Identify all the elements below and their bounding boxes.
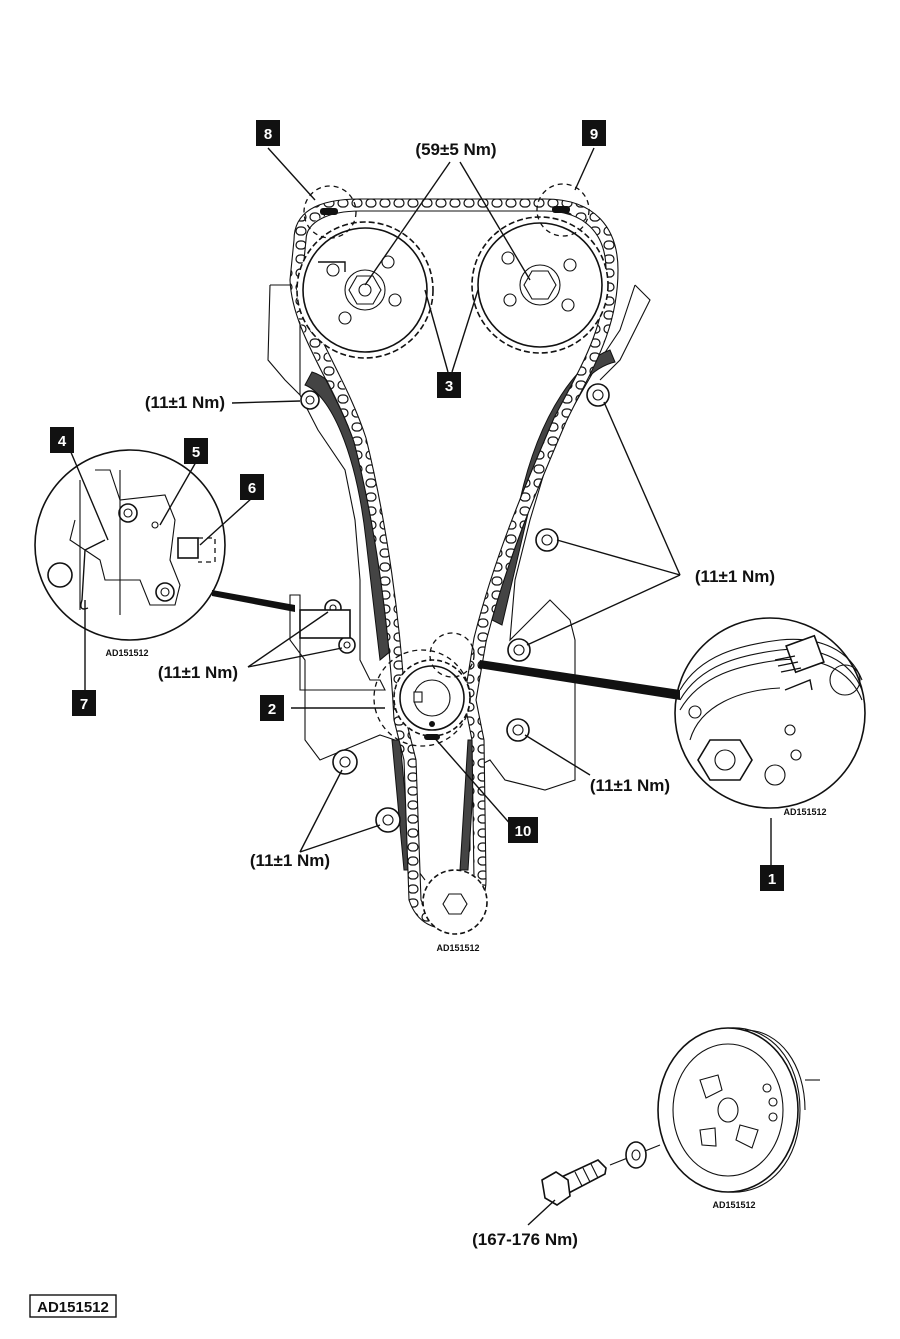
cover-bolts	[299, 383, 610, 833]
reference-codes: AD151512 AD151512 AD151512 AD151512 AD15…	[29, 648, 827, 1318]
figure-id-box	[29, 1294, 117, 1318]
timing-chain	[289, 198, 619, 929]
crank-timing-link-mark	[424, 734, 440, 740]
pulley-bolt	[541, 1159, 607, 1206]
crank-pulley-detail-view	[478, 617, 866, 809]
torque-lower-right-bolt: (11±1 Nm)	[590, 776, 670, 795]
leader-lines	[69, 147, 772, 1226]
exhaust-timing-mark-highlight	[536, 183, 590, 237]
exhaust-timing-link-mark	[552, 206, 570, 213]
svg-text:6: 6	[248, 480, 256, 497]
torque-lower-left-bolts: (11±1 Nm)	[250, 851, 330, 870]
svg-text:9: 9	[590, 126, 598, 143]
ref-detail-right: AD151512	[783, 807, 826, 817]
callout-7: 7	[72, 690, 96, 716]
torque-labels: (59±5 Nm) (11±1 Nm) (11±1 Nm) (11±1 Nm) …	[145, 140, 775, 1249]
bolt-lower-right	[506, 718, 530, 742]
tensioner-bolt-lower	[338, 636, 356, 654]
detail-pointer-right	[478, 660, 680, 700]
crankshaft-pulley-assembly	[541, 1027, 820, 1206]
torque-right-guide-bolts: (11±1 Nm)	[695, 567, 775, 586]
bolt-lower-left-upper	[332, 749, 358, 775]
intake-timing-link-mark	[320, 208, 338, 215]
torque-upper-guide-bolt: (11±1 Nm)	[145, 393, 225, 412]
callout-4: 4	[50, 427, 74, 453]
crank-sprocket-timing-marks	[373, 632, 475, 747]
callout-1: 1	[760, 865, 784, 891]
callout-9: 9	[582, 120, 606, 146]
svg-text:5: 5	[192, 444, 200, 461]
intake-timing-mark-highlight	[303, 185, 357, 239]
oil-pump-sprocket	[422, 869, 488, 935]
svg-text:4: 4	[58, 433, 67, 450]
exhaust-camshaft-sprocket	[471, 216, 609, 354]
svg-text:8: 8	[264, 126, 272, 143]
bolt-upper-left	[300, 390, 320, 410]
bolt-right-upper	[586, 383, 610, 407]
detail-pointer-left	[212, 590, 295, 612]
callout-3: 3	[437, 372, 461, 398]
callout-6: 6	[240, 474, 264, 500]
bolt-lower-left-lower	[375, 807, 401, 833]
svg-text:2: 2	[268, 701, 276, 718]
svg-text:3: 3	[445, 378, 453, 395]
svg-text:7: 7	[80, 696, 88, 713]
callout-10: 10	[508, 817, 538, 843]
ref-main-assembly: AD151512	[436, 943, 479, 953]
torque-camshaft-bolts: (59±5 Nm)	[415, 140, 496, 159]
callout-5: 5	[184, 438, 208, 464]
callouts: 8 9 3 4 5 6 7 2 10 1	[50, 120, 784, 891]
ref-pulley: AD151512	[712, 1200, 755, 1210]
svg-text:10: 10	[515, 823, 532, 840]
torque-pulley-bolt: (167-176 Nm)	[472, 1230, 578, 1249]
svg-text:1: 1	[768, 871, 776, 888]
tensioner-detail-view	[34, 449, 295, 641]
pulley-washer	[625, 1141, 647, 1169]
callout-8: 8	[256, 120, 280, 146]
ref-detail-left: AD151512	[105, 648, 148, 658]
intake-camshaft-sprocket	[296, 221, 434, 359]
bolt-right-lower	[507, 638, 531, 662]
crankshaft-sprocket	[393, 659, 471, 737]
callout-2: 2	[260, 695, 284, 721]
figure-id: AD151512	[37, 1299, 109, 1316]
torque-tensioner-bolts: (11±1 Nm)	[158, 663, 238, 682]
bolt-right-middle	[535, 528, 559, 552]
